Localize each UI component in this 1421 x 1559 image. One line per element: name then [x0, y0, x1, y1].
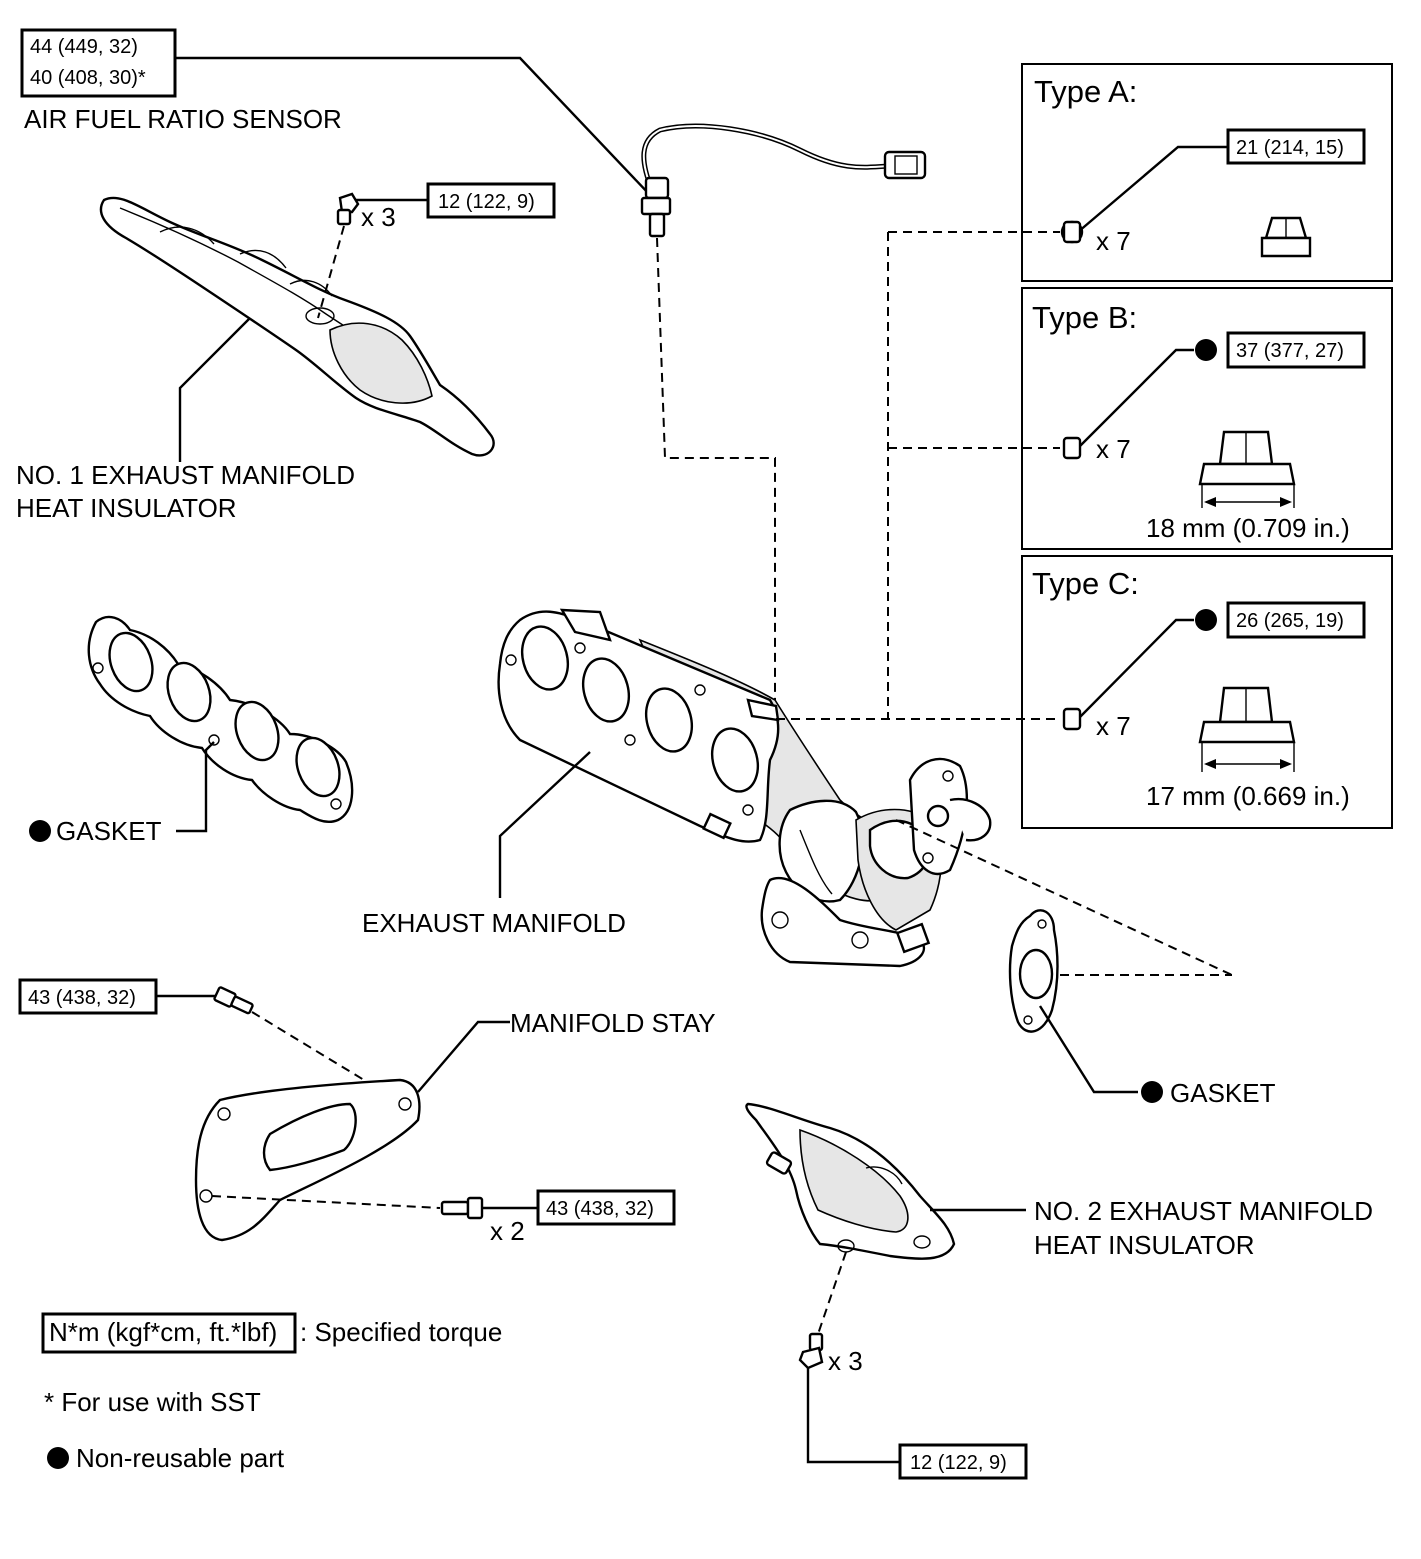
right-gasket-drawing [1008, 909, 1059, 1033]
flange-nut-icon [1198, 430, 1296, 486]
type-c-title: Type C: [1032, 566, 1139, 601]
stay-qty: x 2 [490, 1216, 525, 1246]
non-reusable-dot-icon [47, 1447, 69, 1469]
legend-torque-unit: N*m (kgf*cm, ft.*lbf) [49, 1317, 277, 1347]
insulator2-label-line2: HEAT INSULATOR [1034, 1230, 1255, 1260]
manifold-stay-callout: 43 (438, 32) MANIFOLD STAY 43 (438, 32) … [18, 978, 716, 1246]
no2-heat-insulator-callout: NO. 2 EXHAUST MANIFOLD HEAT INSULATOR x … [798, 1196, 1373, 1480]
sensor-torque-line2: 40 (408, 30)* [30, 67, 146, 89]
nut-icon [1062, 436, 1082, 460]
legend: N*m (kgf*cm, ft.*lbf) : Specified torque… [41, 1312, 502, 1473]
sensor-label: AIR FUEL RATIO SENSOR [24, 104, 342, 134]
legend-sst-note: * For use with SST [44, 1387, 261, 1417]
type-c-torque: 26 (265, 19) [1236, 610, 1344, 632]
non-reusable-dot-icon [1195, 339, 1217, 361]
left-gasket-callout: GASKET [29, 741, 215, 846]
bolt-icon [440, 1196, 484, 1220]
type-b-dimension: 18 mm (0.709 in.) [1146, 513, 1350, 543]
non-reusable-dot-icon [1141, 1081, 1163, 1103]
sensor-torque-box [20, 28, 177, 98]
nut-icon [1060, 220, 1084, 244]
hex-bolt-icon [798, 1332, 824, 1370]
type-a-torque: 21 (214, 15) [1236, 137, 1344, 159]
no2-heat-insulator-drawing [745, 1102, 956, 1260]
type-b-title: Type B: [1032, 300, 1137, 335]
type-b-panel: Type B: 37 (377, 27) x 7 18 mm (0.709 in… [1021, 287, 1393, 550]
type-a-qty: x 7 [1096, 226, 1131, 256]
nut-icon [1062, 707, 1082, 731]
legend-torque-desc: : Specified torque [300, 1317, 502, 1347]
stay-torque-bottom-box [536, 1189, 676, 1226]
non-reusable-dot-icon [1195, 609, 1217, 631]
exhaust-manifold-callout: EXHAUST MANIFOLD [362, 751, 626, 938]
sensor-torque-line1: 44 (449, 32) [30, 36, 138, 58]
insulator1-label-line2: HEAT INSULATOR [16, 493, 237, 523]
manifold-stay-drawing [194, 1078, 421, 1242]
flange-nut-icon [1260, 216, 1312, 258]
exhaust-manifold-label: EXHAUST MANIFOLD [362, 908, 626, 938]
air-fuel-ratio-sensor-callout: 44 (449, 32) 40 (408, 30)* AIR FUEL RATI… [20, 28, 651, 196]
type-b-torque-box [1226, 331, 1366, 369]
right-gasket-label: GASKET [1170, 1078, 1276, 1108]
type-b-qty: x 7 [1096, 434, 1131, 464]
insulator2-label-line1: NO. 2 EXHAUST MANIFOLD [1034, 1196, 1373, 1226]
insulator1-torque: 12 (122, 9) [438, 191, 535, 213]
no1-heat-insulator-callout: 12 (122, 9) x 3 NO. 1 EXHAUST MANIFOLD H… [16, 182, 556, 523]
insulator2-qty: x 3 [828, 1346, 863, 1376]
insulator1-torque-box [426, 182, 556, 219]
type-c-frame [1021, 555, 1393, 829]
flange-nut-icon [1198, 686, 1296, 744]
type-a-frame [1021, 63, 1393, 282]
type-c-torque-box [1226, 601, 1366, 639]
type-c-panel: Type C: 26 (265, 19) x 7 17 mm (0.669 in… [1021, 555, 1393, 829]
manifold-nut-connectors [776, 231, 1233, 976]
type-c-dimension: 17 mm (0.669 in.) [1146, 781, 1350, 811]
stay-torque-top: 43 (438, 32) [28, 987, 136, 1009]
type-a-panel: Type A: 21 (214, 15) x 7 [1021, 63, 1393, 282]
right-gasket-callout: GASKET [1038, 1005, 1276, 1108]
type-c-qty: x 7 [1096, 711, 1131, 741]
insulator2-torque: 12 (122, 9) [910, 1452, 1007, 1474]
legend-nonreusable: Non-reusable part [76, 1443, 285, 1473]
left-gasket-label: GASKET [56, 816, 162, 846]
non-reusable-dot-icon [29, 820, 51, 842]
stay-label: MANIFOLD STAY [510, 1008, 716, 1038]
type-a-title: Type A: [1034, 74, 1137, 109]
legend-torque-box [41, 1312, 297, 1354]
insulator1-qty: x 3 [361, 202, 396, 232]
insulator2-torque-box [898, 1443, 1028, 1480]
air-fuel-ratio-sensor-drawing [640, 123, 927, 712]
bolt-icon [213, 986, 254, 1015]
no1-heat-insulator-drawing [99, 196, 495, 457]
type-b-frame [1021, 287, 1393, 550]
left-gasket-drawing [87, 615, 354, 824]
type-a-torque-box [1226, 128, 1366, 165]
stay-torque-bottom: 43 (438, 32) [546, 1198, 654, 1220]
type-b-torque: 37 (377, 27) [1236, 340, 1344, 362]
insulator1-label-line1: NO. 1 EXHAUST MANIFOLD [16, 460, 355, 490]
